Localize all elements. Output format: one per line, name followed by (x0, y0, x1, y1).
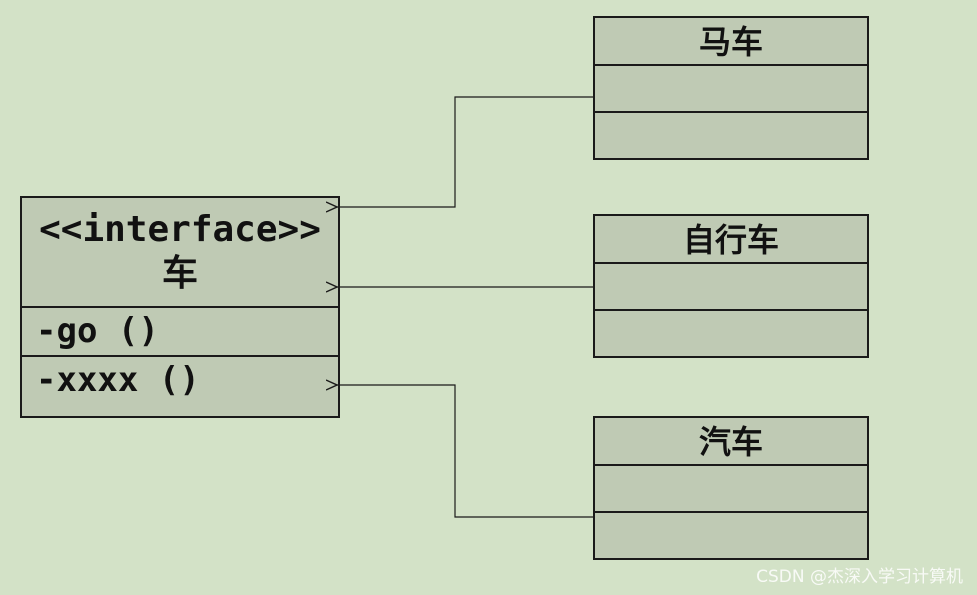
class-carriage-name: 马车 (595, 18, 867, 66)
class-automobile-attributes (595, 466, 867, 513)
method-xxxx: -xxxx () (36, 360, 200, 400)
class-automobile-name: 汽车 (595, 418, 867, 466)
interface-name: 车 (161, 253, 198, 294)
interface-car-box: <<interface>> 车 -go () -xxxx () (20, 196, 340, 418)
method-go: -go () (22, 308, 338, 357)
connector-automobile-to-interface (337, 385, 593, 518)
watermark: CSDN @杰深入学习计算机 (756, 567, 963, 587)
interface-stereotype: <<interface>> (39, 209, 321, 250)
class-automobile-box: 汽车 (593, 416, 869, 560)
class-bicycle-box: 自行车 (593, 214, 869, 358)
class-carriage-attributes (595, 66, 867, 113)
interface-header: <<interface>> 车 (22, 198, 338, 308)
class-bicycle-name: 自行车 (595, 216, 867, 264)
class-carriage-box: 马车 (593, 16, 869, 160)
class-bicycle-attributes (595, 264, 867, 311)
connector-carriage-to-interface (337, 96, 593, 207)
